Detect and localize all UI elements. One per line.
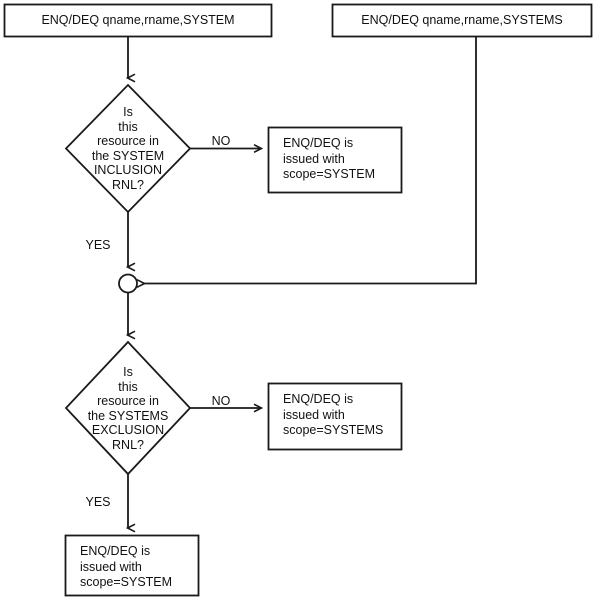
decision-inclusion-node[interactable] [66, 85, 190, 212]
decision-exclusion-node[interactable] [66, 342, 190, 474]
process-scope-system-top-shape [267, 126, 403, 194]
edge-start-systems-to-merge [144, 36, 477, 284]
start-systems-box-shape [331, 3, 593, 38]
process-scope-systems-shape [267, 382, 403, 451]
process-scope-system-bottom-box[interactable] [65, 535, 199, 596]
merge-junction-node[interactable] [119, 274, 138, 293]
start-system-box-shape [3, 3, 273, 38]
process-scope-system-top-box[interactable] [268, 127, 402, 193]
process-scope-systems-box[interactable] [268, 383, 402, 450]
process-scope-system-bottom-shape [64, 534, 200, 597]
start-systems-box[interactable] [332, 4, 592, 37]
start-system-box[interactable] [4, 4, 272, 37]
